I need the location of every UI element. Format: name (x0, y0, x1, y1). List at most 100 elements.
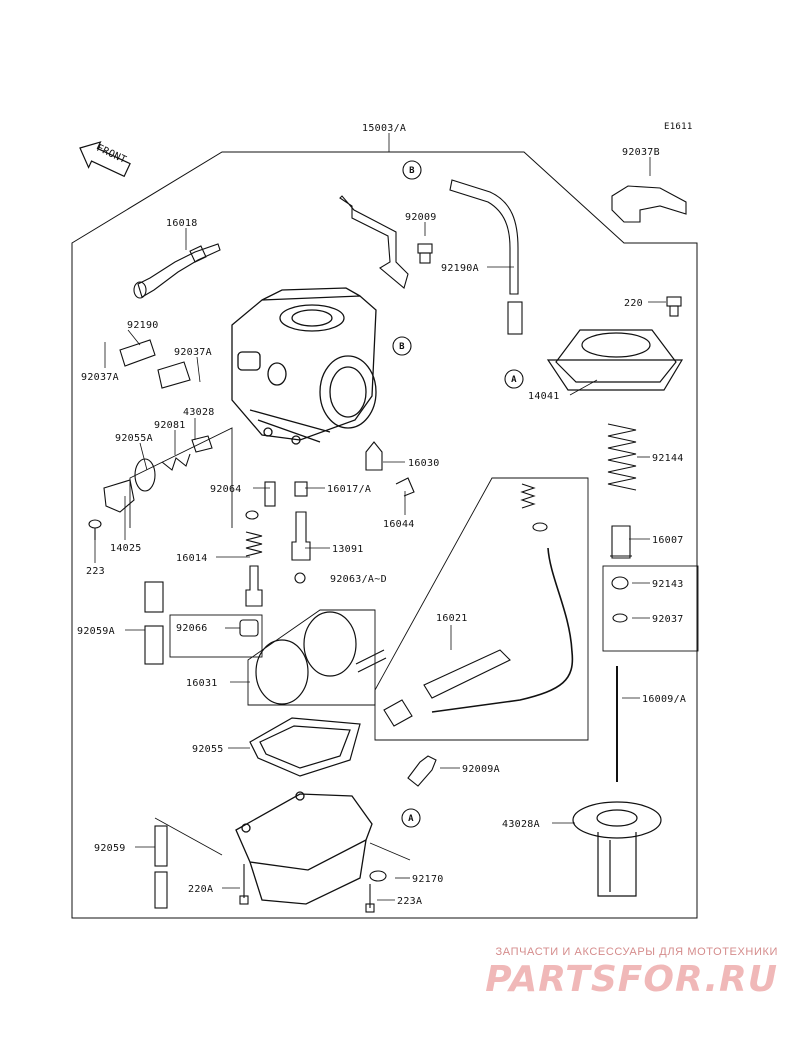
part-16017A: 16017/A (327, 484, 371, 495)
screw-16014 (245, 565, 263, 607)
part-14025: 14025 (110, 543, 142, 554)
screw-223 (88, 519, 102, 540)
cap-43028 (191, 435, 213, 453)
nut-92143 (611, 576, 629, 590)
cap-92066 (239, 619, 259, 637)
ring-small (532, 522, 548, 532)
part-223A: 223A (397, 896, 422, 907)
callout-b-mid-letter: B (399, 342, 405, 352)
part-92037: 92037 (652, 614, 684, 625)
float-bowl (235, 791, 373, 905)
diaphragm-43028A (572, 801, 662, 897)
part-16007: 16007 (652, 535, 684, 546)
part-223: 223 (86, 566, 105, 577)
hose-92059A-upper (144, 581, 164, 613)
pilot-screw-16018 (133, 243, 221, 299)
cable-end (383, 699, 413, 727)
hose-92059A-lower (144, 625, 164, 665)
valve-14025 (103, 479, 135, 513)
part-92009: 92009 (405, 212, 437, 223)
float-16031 (255, 611, 387, 705)
part-16018: 16018 (166, 218, 198, 229)
callout-a-low (401, 808, 421, 828)
screw-92009A (407, 755, 437, 787)
front-label: FRONT (95, 143, 128, 166)
o-ring-92055A (134, 458, 156, 492)
ring-92037 (612, 613, 628, 623)
figure-code: E1611 (664, 122, 693, 132)
hose-92190A (449, 179, 519, 295)
part-92055: 92055 (192, 744, 224, 755)
cable-pulley (423, 649, 511, 699)
watermark: ЗАПЧАСТИ И АКСЕССУАРЫ ДЛЯ МОТОТЕХНИКИ PA… (485, 946, 778, 1000)
part-92143: 92143 (652, 579, 684, 590)
part-92190: 92190 (127, 320, 159, 331)
part-15003: 15003/A (362, 123, 406, 134)
part-92066: 92066 (176, 623, 208, 634)
spring-16014 (245, 531, 263, 557)
front-arrow-icon (79, 141, 131, 178)
hose-92059-lower (154, 871, 168, 909)
part-92064: 92064 (210, 484, 242, 495)
assembly-frame (71, 151, 698, 919)
part-14041: 14041 (528, 391, 560, 402)
part-92170: 92170 (412, 874, 444, 885)
part-220: 220 (624, 298, 643, 309)
part-92059: 92059 (94, 843, 126, 854)
cn-us-kit-box (602, 565, 699, 652)
part-92059A: 92059A (77, 626, 115, 637)
watermark-logo: PARTSFOR.RU (485, 959, 778, 1000)
clip-16044 (395, 477, 415, 497)
float-box (247, 609, 376, 706)
part-92055A: 92055A (115, 433, 153, 444)
top-bracket (339, 195, 409, 289)
spring-92081 (161, 453, 191, 471)
cable-16021 (431, 547, 574, 713)
jet-92063 (294, 572, 306, 584)
part-92009A: 92009A (462, 764, 500, 775)
part-92144: 92144 (652, 453, 684, 464)
part-16044: 16044 (383, 519, 415, 530)
part-16014: 16014 (176, 553, 208, 564)
jet-13091 (291, 511, 311, 561)
part-92037A-left: 92037A (81, 372, 119, 383)
watermark-tagline: ЗАПЧАСТИ И АКСЕССУАРЫ ДЛЯ МОТОТЕХНИКИ (495, 946, 778, 958)
part-92081: 92081 (154, 420, 186, 431)
hose-92190A-end (507, 301, 523, 335)
part-92037A-mid: 92037A (174, 347, 212, 358)
clip-92037B (611, 185, 687, 223)
callout-b-mid (392, 336, 412, 356)
leader-lines (94, 133, 666, 901)
screw-220A (239, 864, 249, 905)
part-43028A: 43028A (502, 819, 540, 830)
part-43028: 43028 (183, 407, 215, 418)
spring-92144 (607, 423, 637, 491)
top-cover-14041 (546, 329, 684, 391)
jet-16017A (294, 481, 308, 497)
callout-a-mid (504, 369, 524, 389)
part-16009A: 16009/A (642, 694, 686, 705)
hose-92190 (119, 339, 191, 389)
spring-small (520, 483, 536, 509)
holder-16007 (610, 525, 632, 559)
part-16031: 16031 (186, 678, 218, 689)
o-ring-92064 (245, 510, 259, 520)
callout-a-mid-letter: A (511, 375, 517, 385)
part-92063AD: 92063/A~D (330, 574, 387, 585)
callout-a-low-letter: A (408, 814, 414, 824)
screw-220 (666, 296, 682, 317)
washer-92170 (369, 870, 387, 882)
callout-b-top-letter: B (409, 166, 415, 176)
needle-16030 (365, 441, 383, 471)
part-13091: 13091 (332, 544, 364, 555)
part-92037B: 92037B (622, 147, 660, 158)
screw-223A (365, 884, 375, 913)
ca-kit-box (169, 614, 263, 658)
throttle-cable-box (374, 477, 589, 741)
gasket-92055 (249, 717, 361, 777)
jet-92064 (264, 481, 276, 507)
hose-92059-upper (154, 825, 168, 867)
callout-b-top (402, 160, 422, 180)
part-220A: 220A (188, 884, 213, 895)
